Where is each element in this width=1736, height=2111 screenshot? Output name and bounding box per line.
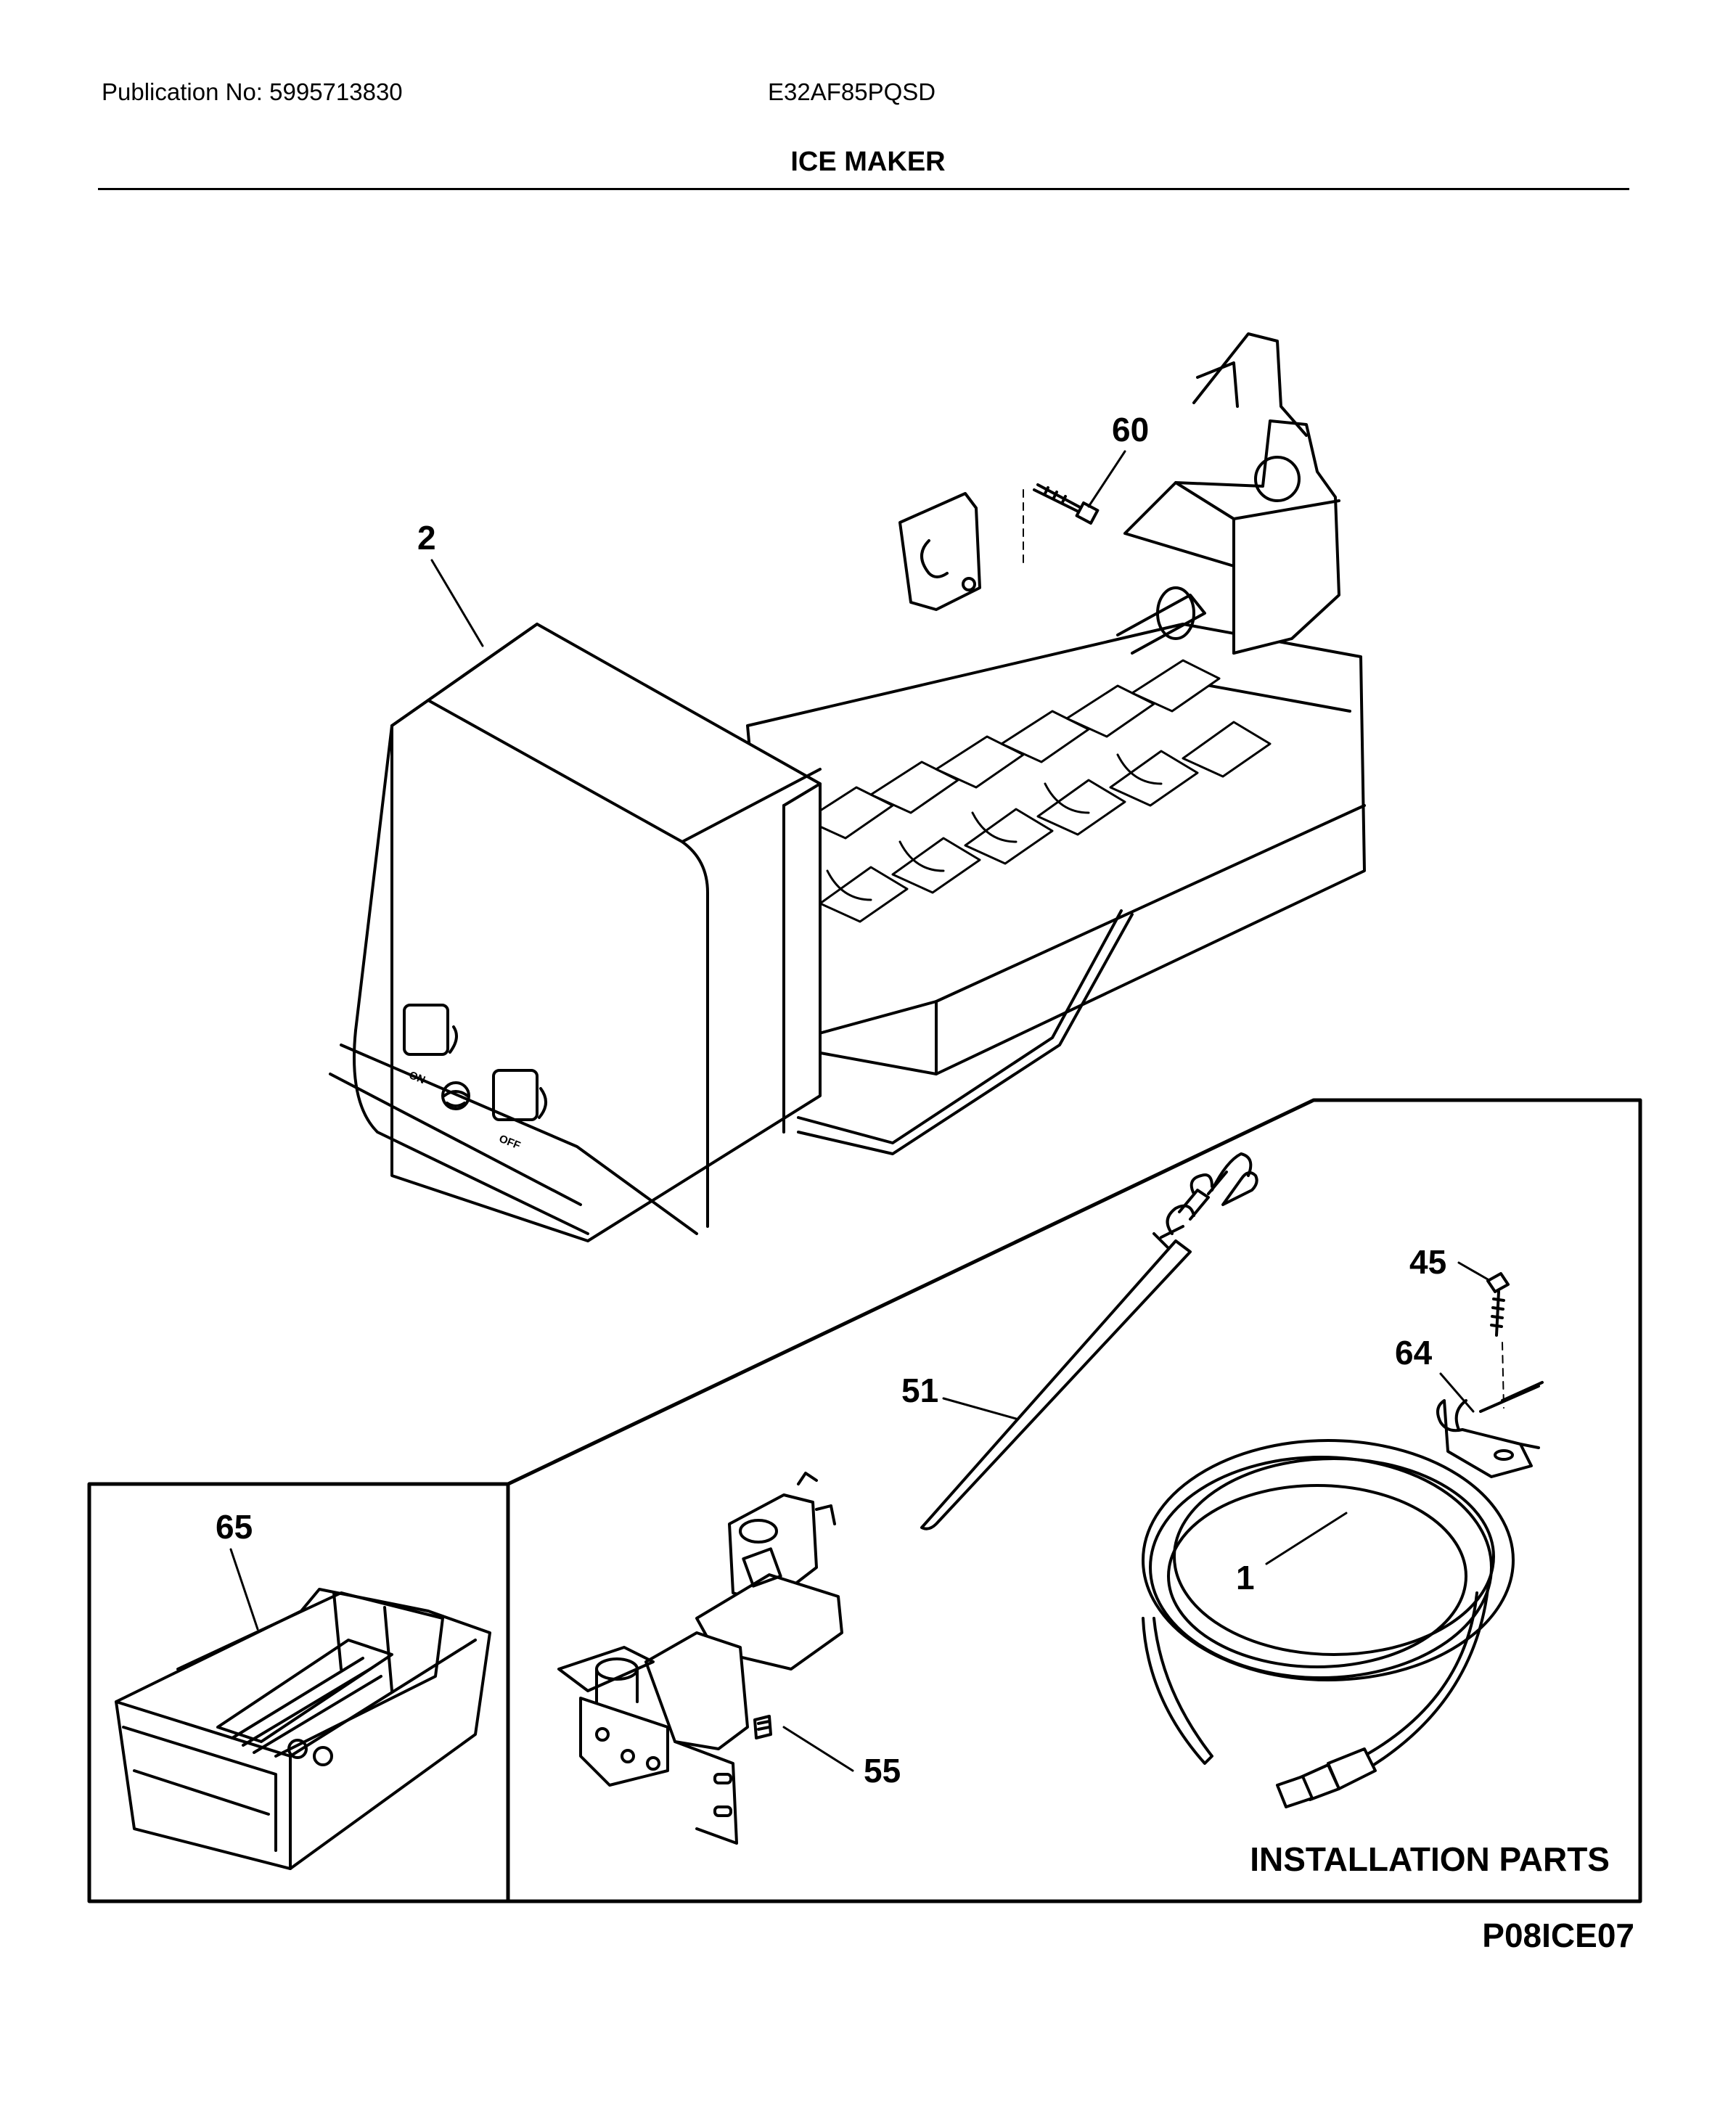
publication-number: Publication No: 5995713830 <box>102 78 403 105</box>
figure-code: P08ICE07 <box>1482 1917 1634 1954</box>
part-number-1: 1 <box>1236 1559 1255 1596</box>
part-number-51: 51 <box>901 1372 938 1409</box>
header-rule <box>98 188 1629 190</box>
water-line <box>1142 1439 1515 1808</box>
model-number: E32AF85PQSD <box>768 78 936 105</box>
installation-parts-label: INSTALLATION PARTS <box>1250 1840 1610 1878</box>
tube-clamp <box>1436 1381 1544 1478</box>
part-number-60: 60 <box>1112 411 1149 448</box>
part-number-64: 64 <box>1395 1334 1433 1372</box>
leader-lines <box>229 450 1489 1772</box>
ice-maker-assembly: ON OFF <box>329 332 1366 1242</box>
part-number-65: 65 <box>216 1508 253 1546</box>
ice-bucket <box>115 1588 491 1870</box>
fill-tube <box>920 1152 1258 1530</box>
part-number-45: 45 <box>1409 1243 1446 1281</box>
water-valve <box>557 1472 843 1845</box>
part-number-2: 2 <box>417 519 436 557</box>
ice-bucket-panel <box>87 1482 510 1903</box>
screw-60 <box>1023 483 1100 567</box>
part-labels: 60 2 45 64 51 65 1 55 INSTALLATION PARTS <box>216 411 1610 1878</box>
screw-45 <box>1486 1272 1510 1409</box>
page-title: ICE MAKER <box>790 147 946 177</box>
part-number-55: 55 <box>864 1752 901 1790</box>
